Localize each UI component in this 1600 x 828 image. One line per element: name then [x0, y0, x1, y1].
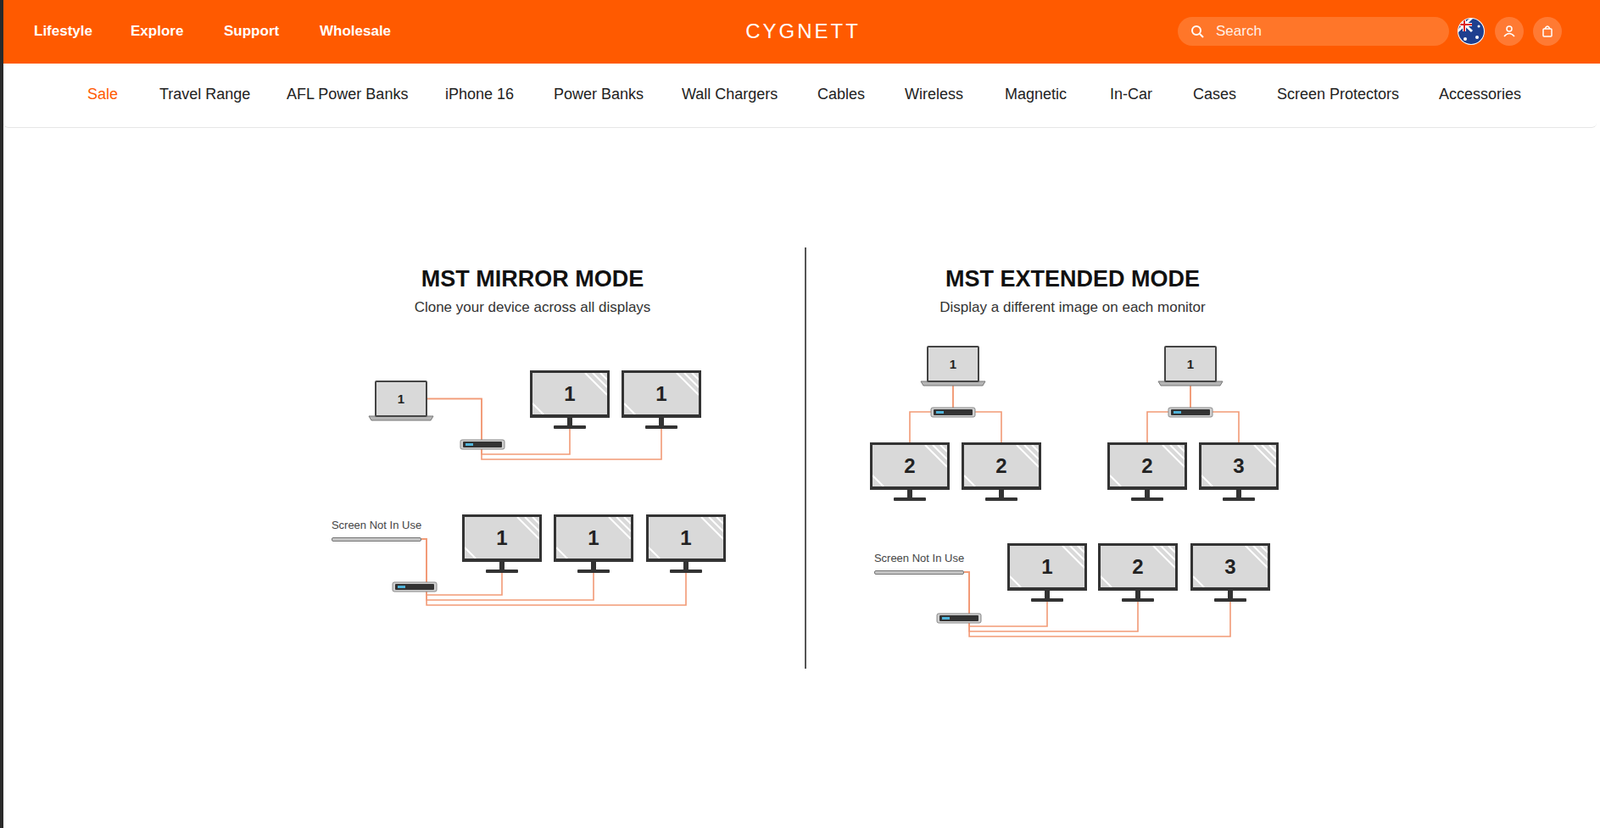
closed-laptop: Screen Not In Use [331, 518, 422, 542]
nav-link: Wholesale [319, 22, 391, 40]
monitor-screen: 1 [553, 514, 634, 563]
laptop-bases [368, 381, 1223, 421]
category-link: Sale [87, 85, 118, 105]
section-subtitle: Display a different image on each monito… [939, 299, 1205, 317]
status-label: Screen Not In Use [331, 518, 422, 533]
search-icon [1184, 16, 1214, 46]
display-number: 1 [397, 391, 405, 407]
display-number: 1 [1187, 356, 1194, 372]
category-link: iPhone 16 [445, 85, 514, 105]
display-number: 1 [563, 382, 575, 407]
monitor-screen: 3 [1190, 543, 1271, 591]
category-link: Wireless [904, 85, 964, 105]
category-link: AFL Power Banks [286, 85, 408, 105]
monitor-screen: 1 [529, 370, 610, 419]
monitor-screen: 3 [1198, 442, 1279, 491]
window-edge [0, 0, 4, 828]
display-number: 1 [949, 356, 957, 372]
monitor-screen: 1 [646, 514, 726, 563]
category-link: Wall Chargers [681, 85, 778, 105]
laptop-screen: 1 [926, 345, 980, 383]
section-subtitle: Clone your device across all displays [414, 299, 652, 317]
display-number: 1 [680, 526, 692, 551]
nav-link: Support [223, 22, 279, 40]
nav-link: Explore [130, 22, 184, 40]
monitor-screen: 2 [1107, 442, 1188, 491]
monitor-screen: 1 [621, 370, 702, 419]
monitor-screen: 1 [462, 514, 542, 563]
nav-link: Lifestyle [33, 22, 93, 40]
category-link: In-Car [1109, 85, 1153, 105]
display-number: 1 [1041, 555, 1053, 580]
laptop-screen: 1 [1164, 345, 1217, 383]
monitor-screen: 2 [869, 442, 950, 491]
monitor-screen: 2 [961, 442, 1042, 491]
brand-logo: CYGNETT [745, 19, 861, 45]
display-number: 3 [1232, 454, 1244, 479]
monitor-screen: 2 [1098, 543, 1178, 591]
category-link: Travel Range [159, 85, 251, 105]
monitor-screen: 1 [1007, 543, 1088, 591]
closed-laptop-body [874, 570, 965, 575]
category-link: Screen Protectors [1276, 85, 1400, 105]
display-number: 1 [587, 526, 599, 551]
display-number: 1 [655, 382, 667, 407]
category-link: Magnetic [1004, 85, 1067, 105]
monitor-stands [485, 418, 1255, 603]
section-divider [804, 247, 807, 669]
section-title: MST EXTENDED MODE [945, 265, 1200, 293]
closed-laptop: Screen Not In Use [874, 551, 965, 575]
search-box: Search [1177, 16, 1450, 46]
laptop-screen: 1 [374, 380, 428, 418]
display-number: 3 [1224, 555, 1236, 580]
display-number: 2 [1131, 555, 1143, 580]
closed-laptop-body [331, 537, 422, 542]
category-link: Accessories [1438, 85, 1522, 105]
status-label: Screen Not In Use [874, 551, 965, 566]
search-placeholder: Search [1215, 16, 1262, 46]
mst-hubs [392, 407, 1213, 624]
header-icons [1457, 16, 1562, 46]
category-link: Power Banks [553, 85, 644, 105]
display-number: 2 [995, 454, 1007, 479]
display-number: 2 [1141, 454, 1153, 479]
category-link: Cables [817, 85, 865, 105]
section-title: MST MIRROR MODE [421, 265, 645, 293]
display-number: 2 [903, 454, 915, 479]
category-link: Cases [1193, 85, 1237, 105]
display-number: 1 [496, 526, 508, 551]
